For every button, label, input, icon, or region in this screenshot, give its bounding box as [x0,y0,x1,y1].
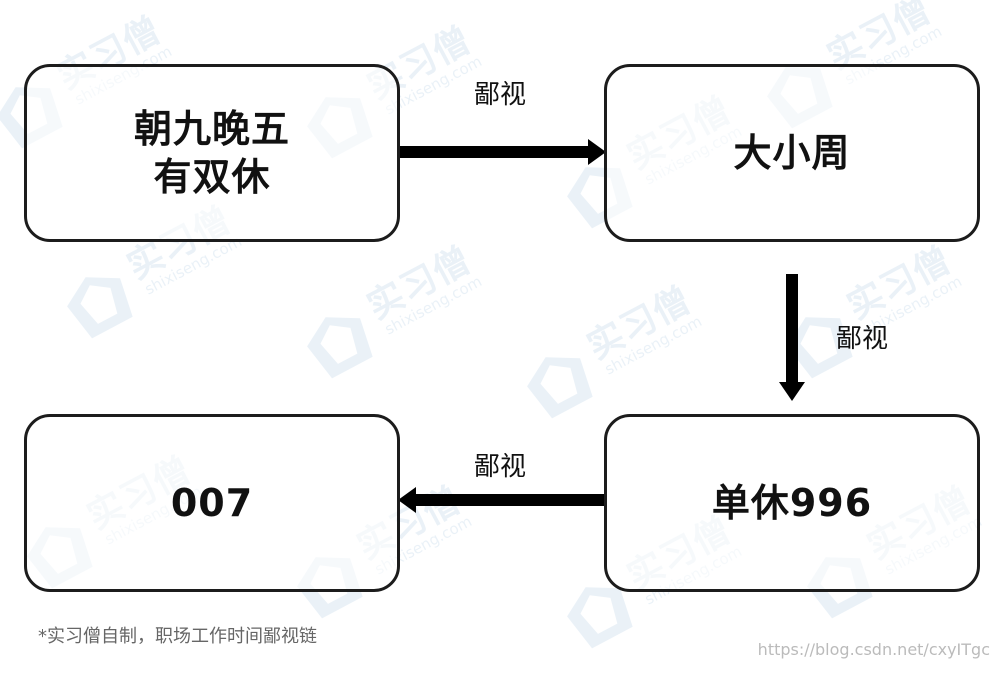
arrow-down [779,274,805,401]
node-label-line: 大小周 [733,131,851,175]
node-single-rest-996: 单休996 [604,414,980,592]
footnote: *实习僧自制，职场工作时间鄙视链 [38,626,317,647]
arrow-left [398,487,604,513]
node-007: 007 [24,414,400,592]
node-nine-to-five: 朝九晚五 有双休 [24,64,400,242]
edge-label: 鄙视 [474,80,527,110]
node-label-line: 有双休 [153,155,271,199]
edge-label: 鄙视 [836,324,889,354]
source-url-watermark: https://blog.csdn.net/cxyITgc [757,640,990,659]
node-label-line: 单休996 [711,481,873,525]
arrow-right [400,139,606,165]
edge-label: 鄙视 [474,452,527,482]
node-label-line: 007 [170,481,254,525]
arrows-layer [398,139,805,513]
node-label-line: 朝九晚五 [133,107,290,151]
node-alternating-weekends: 大小周 [604,64,980,242]
